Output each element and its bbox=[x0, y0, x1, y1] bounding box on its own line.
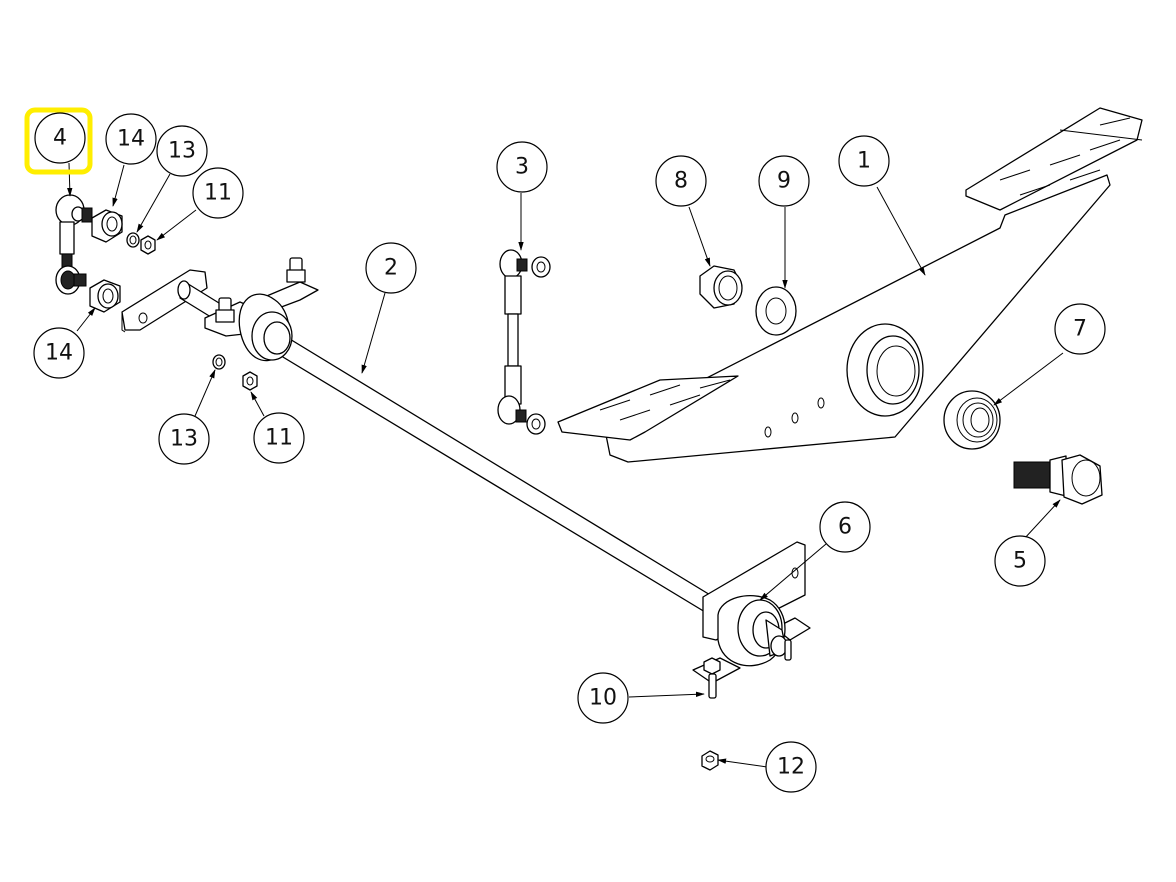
balloon-8[interactable]: 8 bbox=[655, 155, 707, 207]
balloon-label: 1 bbox=[857, 149, 871, 174]
balloon-label: 6 bbox=[838, 515, 852, 540]
balloon-callouts: 4 14 13 11 14 13 11 2 bbox=[24, 107, 1106, 793]
balloon-1[interactable]: 1 bbox=[838, 135, 890, 187]
part-14-spacer-lower bbox=[89, 279, 121, 313]
balloon-label: 5 bbox=[1013, 549, 1027, 574]
balloon-label: 4 bbox=[53, 126, 67, 151]
balloon-13[interactable]: 13 bbox=[158, 413, 210, 465]
balloon-label: 14 bbox=[117, 127, 145, 152]
balloon-2[interactable]: 2 bbox=[365, 242, 417, 294]
balloon-7[interactable]: 7 bbox=[1054, 303, 1106, 355]
part-12-nut bbox=[701, 750, 719, 771]
balloon-label: 7 bbox=[1073, 317, 1087, 342]
balloon-12[interactable]: 12 bbox=[765, 741, 817, 793]
balloon-6[interactable]: 6 bbox=[819, 501, 871, 553]
balloon-label: 2 bbox=[384, 256, 398, 281]
part-13-washer-lower bbox=[212, 354, 226, 370]
balloon-11[interactable]: 11 bbox=[192, 167, 244, 219]
balloon-4[interactable]: 4 bbox=[24, 107, 93, 175]
balloon-5[interactable]: 5 bbox=[994, 535, 1046, 587]
part-4-rod-end-link bbox=[55, 194, 93, 295]
balloon-label: 10 bbox=[589, 686, 617, 711]
part-3-rod-end-link bbox=[497, 249, 551, 435]
part-11-nut-upper bbox=[140, 235, 156, 255]
part-13-washer-upper bbox=[126, 232, 140, 248]
balloon-label: 11 bbox=[265, 426, 293, 451]
part-1-pedal-frame bbox=[557, 107, 1143, 463]
balloon-label: 13 bbox=[168, 139, 196, 164]
balloon-11[interactable]: 11 bbox=[253, 412, 305, 464]
balloon-3[interactable]: 3 bbox=[496, 141, 548, 193]
balloon-label: 14 bbox=[45, 341, 73, 366]
part-14-spacer-upper bbox=[91, 209, 123, 243]
balloon-label: 3 bbox=[515, 155, 529, 180]
balloon-13[interactable]: 13 bbox=[156, 125, 208, 177]
part-11-nut-lower bbox=[242, 371, 258, 391]
balloon-label: 9 bbox=[777, 169, 791, 194]
highlight-box bbox=[24, 107, 93, 175]
balloon-label: 13 bbox=[170, 427, 198, 452]
balloon-label: 11 bbox=[204, 181, 232, 206]
right-clamp-bearing bbox=[692, 595, 811, 699]
part-8-nut bbox=[699, 265, 743, 309]
leader-lines bbox=[67, 162, 1064, 768]
balloon-9[interactable]: 9 bbox=[758, 155, 810, 207]
balloon-label: 12 bbox=[777, 755, 805, 780]
balloon-14[interactable]: 14 bbox=[105, 113, 157, 165]
balloon-14[interactable]: 14 bbox=[33, 327, 85, 379]
part-7-bearing bbox=[943, 390, 1001, 450]
part-5-bolt bbox=[1013, 454, 1103, 505]
balloon-10[interactable]: 10 bbox=[577, 672, 629, 724]
balloon-label: 8 bbox=[674, 169, 688, 194]
part-9-lock-washer bbox=[755, 286, 797, 336]
left-clamp-bearing bbox=[204, 257, 319, 362]
